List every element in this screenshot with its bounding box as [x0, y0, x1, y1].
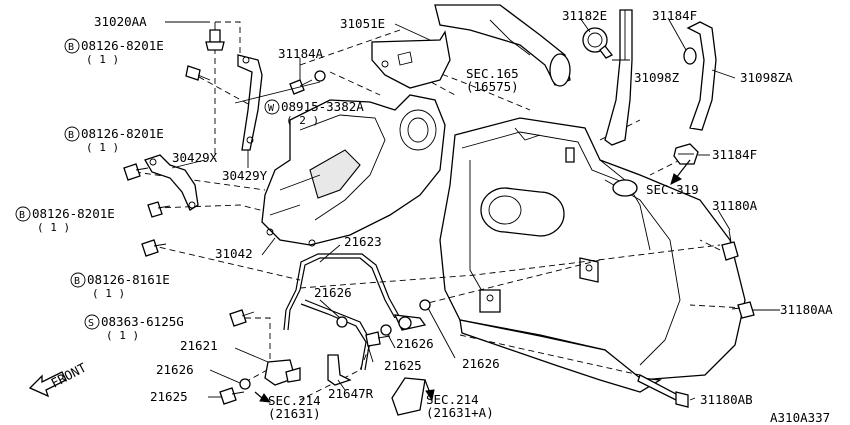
symbol-w: W — [268, 103, 275, 114]
washer-symbol-w — [264, 99, 280, 115]
label-21626-b: 21626 — [396, 336, 434, 351]
label-31020aa: 31020AA — [94, 14, 147, 29]
label-31184a: 31184A — [278, 46, 324, 61]
bolt-21625-lower — [219, 387, 245, 405]
label-31184f-top: 31184F — [652, 8, 697, 23]
label-31184f-mid: 31184F — [712, 147, 757, 162]
label-08126-8201e-2: 08126-8201E — [81, 126, 164, 141]
qty-08363-6125g: ( 1 ) — [106, 329, 139, 342]
screw-symbol-s — [84, 314, 100, 330]
label-sec214-b: SEC.214 — [426, 392, 479, 407]
qty-08126-8201e-1: ( 1 ) — [86, 53, 119, 66]
leader-lines — [165, 17, 780, 403]
label-31182e: 31182E — [562, 8, 607, 23]
pipe-assembly-21623 — [264, 253, 427, 416]
label-21647r: 21647R — [328, 386, 374, 401]
bolt-symbol-b-4 — [70, 272, 86, 288]
bolt-symbol-b-3 — [15, 206, 31, 222]
qty-08126-8201e-2: ( 1 ) — [86, 141, 119, 154]
qty-08915-3382a: ( 2 ) — [286, 114, 319, 127]
bolt-symbol-b-2 — [64, 126, 80, 142]
label-08915-3382a: 08915-3382A — [281, 99, 364, 114]
label-08363-6125g: 08363-6125G — [101, 314, 184, 329]
bolt-21625-mid — [365, 331, 391, 347]
bolt-08126-8201e-mid — [123, 163, 149, 181]
bolt-31180aa — [731, 301, 755, 319]
washer-21626-d — [239, 378, 251, 390]
washer-21626-b — [380, 324, 392, 336]
bracket-30429x — [144, 154, 199, 211]
qty-08126-8201e-3: ( 1 ) — [37, 221, 70, 234]
washer-21626-a — [336, 316, 348, 328]
bolt-31184a — [289, 79, 313, 95]
label-sec319: SEC.319 — [646, 182, 699, 197]
label-diagram-code: A310A337 — [770, 410, 830, 425]
bolt-31020aa — [205, 22, 225, 51]
label-08126-8201e-3: 08126-8201E — [32, 206, 115, 221]
label-sec214-a: SEC.214 — [268, 393, 321, 408]
symbol-b-3: B — [19, 210, 25, 221]
label-21626-c: 21626 — [462, 356, 500, 371]
bolt-symbol-b — [64, 38, 80, 54]
label-08126-8161e: 08126-8161E — [87, 272, 170, 287]
label-31180a: 31180A — [712, 198, 758, 213]
label-front: FRONT — [48, 360, 89, 391]
front-arrow — [28, 371, 67, 398]
label-31098za: 31098ZA — [740, 70, 793, 85]
symbol-b-4: B — [74, 276, 80, 287]
label-sec214-a-sub: (21631) — [268, 406, 321, 421]
symbol-s: S — [88, 318, 94, 329]
symbol-b-1: B — [68, 42, 74, 53]
bolt-08126-8161e — [141, 239, 167, 257]
bolt-08126-8201e-lower — [147, 201, 171, 218]
label-31042: 31042 — [215, 246, 253, 261]
washer-08915 — [314, 70, 326, 82]
bolt-31180a — [721, 229, 739, 261]
label-08126-8201e-1: 08126-8201E — [81, 38, 164, 53]
washer-21626-c — [419, 299, 431, 311]
qty-08126-8161e: ( 1 ) — [92, 287, 125, 300]
label-sec214-b-sub: (21631+A) — [426, 405, 494, 420]
label-31098z: 31098Z — [634, 70, 680, 85]
cover-31042 — [261, 94, 446, 247]
bolt-08126-8201e-top — [185, 65, 211, 81]
transmission-case — [439, 117, 746, 393]
label-21626-a: 21626 — [314, 285, 352, 300]
label-21623: 21623 — [344, 234, 382, 249]
upper-components — [237, 4, 717, 165]
bolts — [123, 22, 755, 408]
label-sec165-sub: (16575) — [466, 79, 519, 94]
label-21621: 21621 — [180, 338, 218, 353]
label-21625-b: 21625 — [150, 389, 188, 404]
label-31180aa: 31180AA — [780, 302, 833, 317]
label-30429x: 30429X — [172, 150, 218, 165]
bolt-08363-6125g — [229, 309, 255, 327]
label-sec165: SEC.165 — [466, 66, 519, 81]
bolt-31180ab — [637, 374, 689, 408]
label-30429y: 30429Y — [222, 168, 268, 183]
label-21626-d: 21626 — [156, 362, 194, 377]
label-31051e: 31051E — [340, 16, 385, 31]
label-31180ab: 31180AB — [700, 392, 753, 407]
symbol-b-2: B — [68, 130, 74, 141]
label-21625-a: 21625 — [384, 358, 422, 373]
